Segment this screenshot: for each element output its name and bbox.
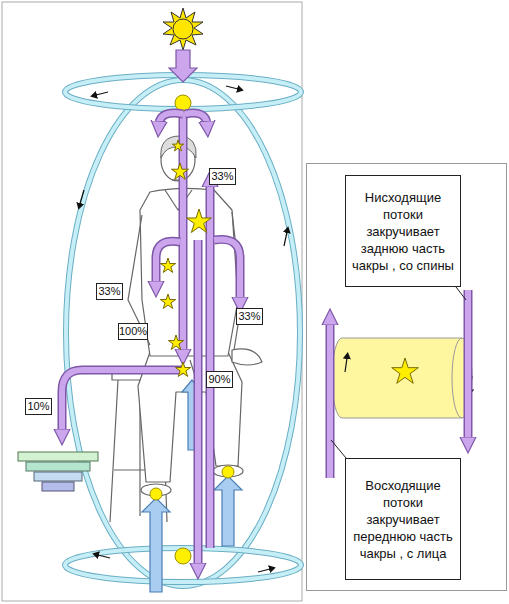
rotation-arrow [226,86,238,89]
flow-arrow-outline [159,113,183,124]
rotation-arrow [345,358,347,372]
node-text: 10% [27,400,49,413]
sun-symbol [163,8,203,50]
chakra-star [160,294,175,308]
ascending-flow-arrow [327,322,333,478]
grounding-flow-arrow [62,370,183,432]
text-group: 33% [98,285,120,298]
bottom-ring-outline [65,548,301,582]
descending-flow-arrow [465,290,471,440]
chakra-star [172,140,183,151]
sun-inflow-arrow [169,50,197,82]
top-point [175,95,191,111]
earth-inflow-arrow [214,476,242,546]
flow-arrow-outline [185,113,207,124]
aura-oval-outline [66,80,300,586]
right-foot [213,465,243,477]
sun-rays [163,8,203,50]
ascending-flow-arrow [207,184,213,548]
sun-disc [173,19,193,39]
stepped-pyramid [18,452,98,491]
right-panel-frame [307,164,507,591]
node-text: 33% [238,310,260,323]
node-text: Нисходящие потоки закручивает заднюю час… [350,189,456,274]
callout-box: Восходящие потоки закручивает переднюю ч… [345,458,461,580]
rotation-arrow [80,190,84,204]
percent-box: 33% [96,283,123,300]
cylinder-body [332,338,462,418]
percent-box: 10% [25,398,52,415]
flow-arrow-outline [194,240,203,566]
text-group: Нисходящие потоки закручивает заднюю час… [350,189,456,274]
rotation-arrow [284,232,287,246]
node-text: 33% [98,285,120,298]
leader-line [456,287,466,300]
shirt [140,188,238,356]
shoulder-flow-arrow [156,241,180,284]
flow-arrow-outline [464,290,473,440]
node-text: 33% [211,170,233,183]
chakra-star [171,163,188,179]
crown-split-arrow [185,113,207,124]
pyramid-step [42,482,74,491]
foot-point [150,488,162,500]
rotation-arrow [96,92,108,95]
text-group: 33% [211,170,233,183]
flow-arrow-outline [156,241,180,284]
chakra-star [392,358,419,383]
chakra-star [175,362,190,376]
pyramid-step [34,472,82,481]
text-group: 33% [238,310,260,323]
callout-box: Нисходящие потоки закручивает заднюю час… [345,175,461,287]
flow-arrow-outline [206,184,215,548]
chakra-cylinder [332,338,472,418]
percent-box: 100% [118,323,148,340]
bottom-ring [65,548,301,582]
text-group: 90% [208,373,230,386]
text-group: 10% [27,400,49,413]
percent-box: 33% [236,308,263,325]
leader-line [331,440,346,458]
descending-flow-arrow [195,240,201,566]
left-panel-frame [2,2,302,601]
text-group: Восходящие потоки закручивает переднюю ч… [350,477,456,562]
node-text: 90% [208,373,230,386]
percent-box: 90% [206,371,233,388]
flow-arrow-outline [326,322,335,478]
text-group: 100% [119,325,147,338]
earth-inflow-arrow [142,498,170,592]
node-text: 100% [119,325,147,338]
crown-split-arrow [159,113,183,124]
flow-arrow-outline [62,370,183,432]
rotation-arrow [258,569,270,572]
chakra-star [160,258,175,272]
flow-arrow-outline [214,239,240,300]
rotation-arrow [98,555,110,558]
chakra-star [168,335,183,349]
percent-box: 33% [209,168,236,185]
pyramid-step [18,452,98,461]
node-text: Восходящие потоки закручивает переднюю ч… [350,477,456,562]
chakra-star [187,209,212,233]
open-hand [232,349,262,365]
shoulder-flow-arrow [214,239,240,300]
bottom-point [175,548,191,564]
foot-point [222,466,234,478]
pyramid-step [26,462,90,471]
aura-oval [66,80,300,586]
